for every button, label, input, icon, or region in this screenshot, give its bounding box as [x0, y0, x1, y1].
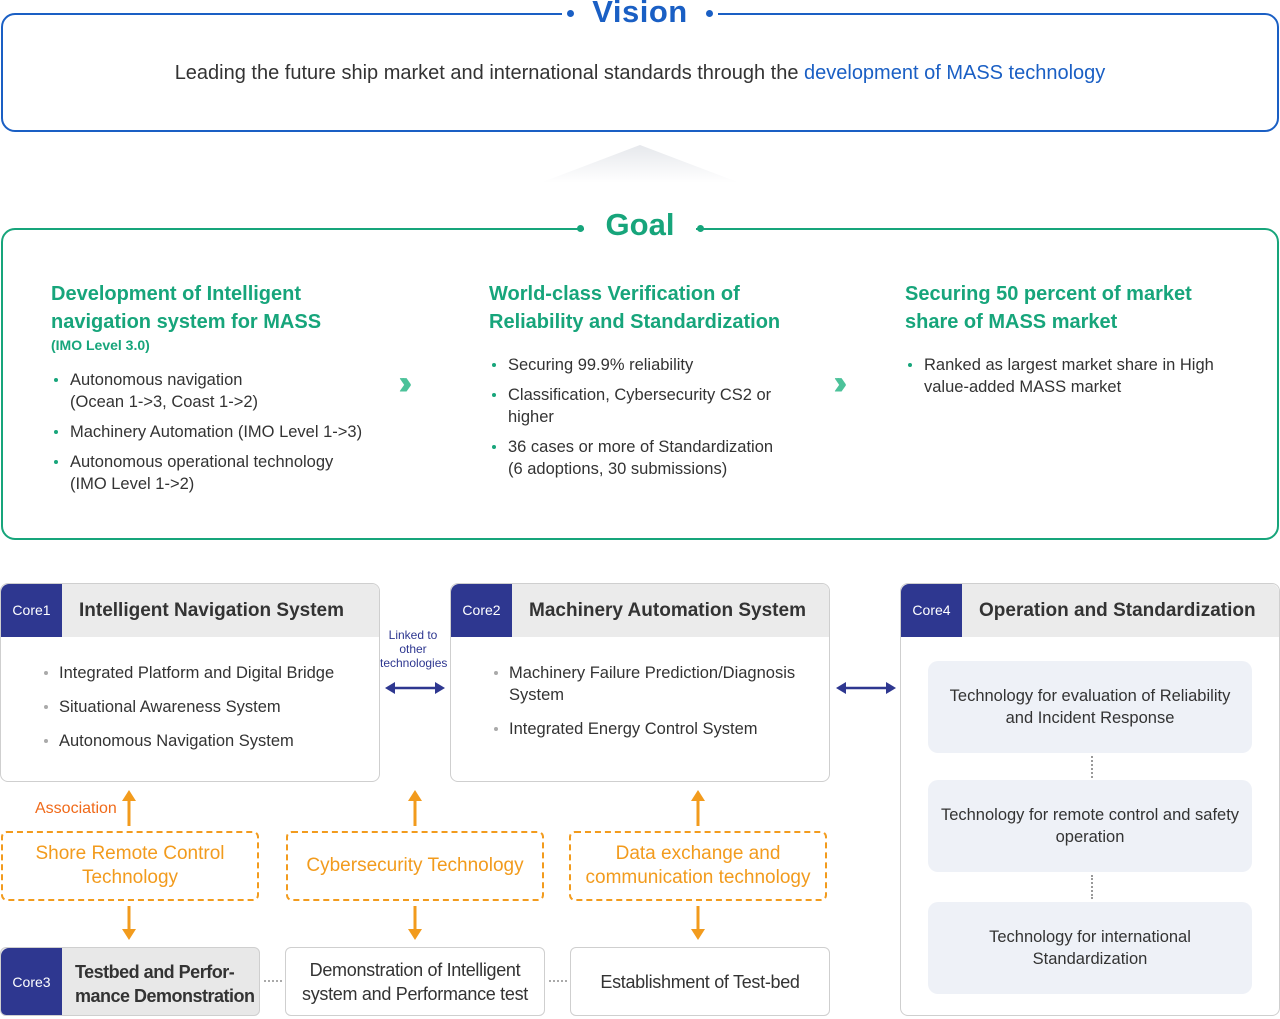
- card-title-line: Testbed and Perfor-: [75, 962, 235, 982]
- goal-subheading: (IMO Level 3.0): [51, 337, 150, 353]
- list-item: Integrated Platform and Digital Bridge: [41, 662, 334, 684]
- goal-list: Ranked as largest market share in High v…: [905, 354, 1225, 398]
- vision-title: Vision: [592, 0, 688, 29]
- arrow-down-icon: [691, 906, 705, 940]
- goal-item: Autonomous navigation (Ocean 1->3, Coast…: [51, 369, 381, 413]
- vision-dot-left: [567, 10, 574, 17]
- card-title: Machinery Automation System: [529, 600, 806, 621]
- goal-heading: World-class Verification of Reliability …: [489, 283, 781, 333]
- dotted-connector: [549, 980, 567, 982]
- goal-list: Autonomous navigation (Ocean 1->3, Coast…: [51, 369, 381, 495]
- list-item: Machinery Failure Prediction/Diagnosis S…: [491, 662, 811, 706]
- arrow-down-icon: [122, 906, 136, 940]
- card-list: Machinery Failure Prediction/Diagnosis S…: [491, 662, 811, 752]
- goal-title: Goal: [605, 207, 675, 242]
- arrow-up-icon: [691, 790, 705, 826]
- arrow-up-icon: [122, 790, 136, 826]
- goal-column-1: Development of Intelligent navigation sy…: [51, 280, 381, 503]
- dotted-connector: [264, 980, 282, 982]
- card-title-line: mance Demonstration: [75, 986, 255, 1006]
- goal-heading: Development of Intelligent navigation sy…: [51, 283, 322, 333]
- card-list: Integrated Platform and Digital Bridge S…: [41, 662, 334, 764]
- upward-triangle-icon: [540, 145, 740, 183]
- goal-item: 36 cases or more of Standardization (6 a…: [489, 436, 799, 480]
- goal-dot-left: [577, 225, 584, 232]
- arrow-down-icon: [408, 906, 422, 940]
- core3-card: Core3 Testbed and Perfor- mance Demonstr…: [0, 947, 260, 1016]
- card-header: Core1 Intelligent Navigation System: [1, 584, 379, 637]
- goal-column-2: World-class Verification of Reliability …: [489, 280, 799, 488]
- link-label: Linked to other technologies: [380, 628, 448, 670]
- support-tech-box: Shore Remote Control Technology: [1, 831, 259, 901]
- core-badge: Core3: [1, 948, 62, 1015]
- card-header: Core2 Machinery Automation System: [451, 584, 829, 637]
- goal-item: Autonomous operational technology (IMO L…: [51, 451, 381, 495]
- tech-item: Technology for international Standardiza…: [928, 902, 1252, 994]
- core2-card: Core2 Machinery Automation System Machin…: [450, 583, 830, 782]
- core-badge: Core1: [1, 584, 62, 637]
- double-arrow-icon: [385, 682, 445, 694]
- core-badge: Core4: [901, 584, 962, 637]
- association-label: Association: [35, 800, 117, 817]
- demonstration-box: Demonstration of Intelligent system and …: [285, 947, 545, 1016]
- goal-item: Machinery Automation (IMO Level 1->3): [51, 421, 381, 443]
- goal-list: Securing 99.9% reliability Classificatio…: [489, 354, 799, 480]
- goal-item: Securing 99.9% reliability: [489, 354, 799, 376]
- card-title: Operation and Standardization: [979, 600, 1256, 621]
- testbed-box: Establishment of Test-bed: [570, 947, 830, 1016]
- core-badge: Core2: [451, 584, 512, 637]
- goal-heading: Securing 50 percent of market share of M…: [905, 283, 1192, 333]
- core1-card: Core1 Intelligent Navigation System Inte…: [0, 583, 380, 782]
- support-tech-box: Data exchange and communication technolo…: [569, 831, 827, 901]
- tech-item: Technology for remote control and safety…: [928, 780, 1252, 872]
- list-item: Situational Awareness System: [41, 696, 334, 718]
- tech-item: Technology for evaluation of Reliability…: [928, 661, 1252, 753]
- double-arrow-icon: [836, 682, 896, 694]
- goal-column-3: Securing 50 percent of market share of M…: [905, 280, 1225, 406]
- card-title: Testbed and Perfor- mance Demonstration: [75, 960, 255, 1008]
- goal-item: Classification, Cybersecurity CS2 or hig…: [489, 384, 799, 428]
- dotted-connector: [1091, 756, 1093, 778]
- goal-item: Ranked as largest market share in High v…: [905, 354, 1225, 398]
- vision-statement: Leading the future ship market and inter…: [0, 62, 1280, 85]
- dotted-connector: [1091, 875, 1093, 899]
- list-item: Autonomous Navigation System: [41, 730, 334, 752]
- vision-dot-right: [706, 10, 713, 17]
- vision-text: Leading the future ship market and inter…: [174, 62, 804, 84]
- support-tech-box: Cybersecurity Technology: [286, 831, 544, 901]
- card-title: Intelligent Navigation System: [79, 600, 344, 621]
- list-item: Integrated Energy Control System: [491, 718, 811, 740]
- arrow-up-icon: [408, 790, 422, 826]
- card-header: Core4 Operation and Standardization: [901, 584, 1279, 637]
- goal-dot-right: [697, 225, 704, 232]
- vision-highlight: development of MASS technology: [804, 62, 1106, 84]
